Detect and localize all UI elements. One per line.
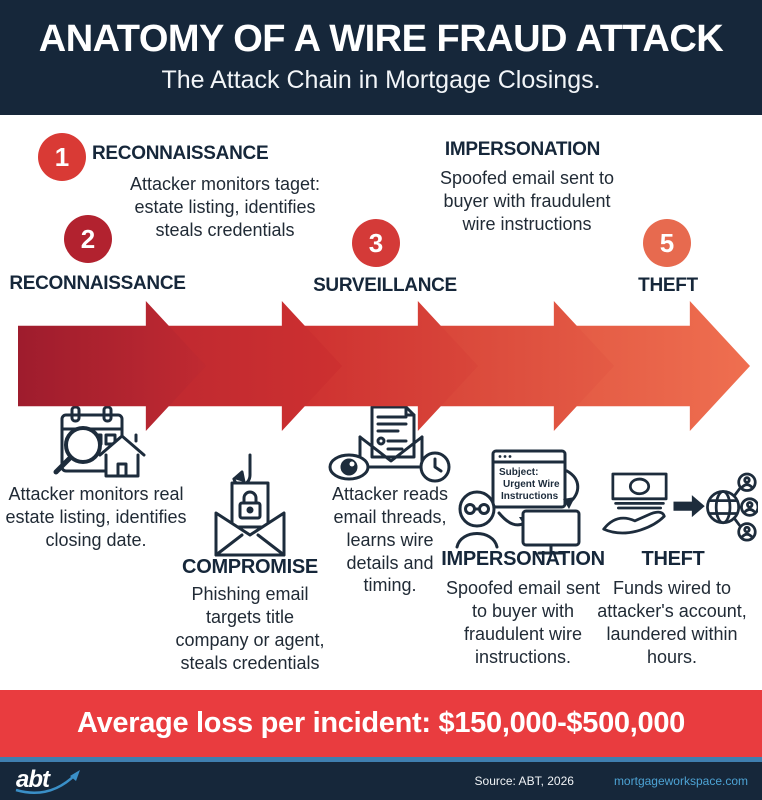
- theft-icon: [600, 467, 758, 549]
- step-4-top-label: IMPERSONATION: [444, 139, 601, 160]
- attack-chain-diagram: 1 RECONNAISSANCE Attacker monitors taget…: [0, 115, 762, 690]
- abt-logo-text: abt: [16, 766, 50, 793]
- website-link[interactable]: mortgageworkspace.com: [613, 774, 748, 788]
- step-1-description: Attacker monitors taget: estate listing,…: [129, 174, 321, 240]
- step-5-label: THEFT: [638, 275, 698, 296]
- impersonation-icon: Subject: Urgent Wire Instructions: [455, 447, 593, 559]
- abt-logo-swoosh-icon: [15, 770, 80, 794]
- step-4-column-description-2: Spoofed email sent to buyer with fraudul…: [445, 578, 601, 667]
- step-3-number: 3: [368, 227, 384, 258]
- step-1-label: RECONNAISSANCE: [92, 143, 269, 164]
- step-5-column-description: Funds wired to attacker's account, laund…: [597, 578, 747, 667]
- step-3-label: SURVEILLANCE: [313, 275, 457, 296]
- email-subject-line-2: Urgent Wire: [503, 479, 560, 490]
- footer-divider: [0, 757, 762, 762]
- step-5-number: 5: [659, 227, 675, 258]
- step-2-number-badge: 2: [64, 215, 112, 263]
- step-5-number-badge: 5: [643, 219, 691, 267]
- phishing-email-icon: [202, 453, 298, 561]
- header: ANATOMY OF A WIRE FRAUD ATTACK The Attac…: [0, 0, 762, 115]
- average-loss-text: Average loss per incident: $150,000-$500…: [77, 707, 685, 739]
- footer: abt Source: ABT, 2026 mortgageworkspace.…: [0, 762, 762, 800]
- abt-logo: abt: [15, 766, 86, 796]
- step-2-description: Attacker monitors real estate listing, i…: [5, 484, 187, 550]
- calendar-search-house-icon: [40, 403, 156, 485]
- step-1-number-badge: 1: [38, 133, 86, 181]
- page-subtitle: The Attack Chain in Mortgage Closings.: [161, 65, 601, 94]
- page-title: ANATOMY OF A WIRE FRAUD ATTACK: [38, 18, 724, 61]
- step-5-column-heading: THEFT: [641, 548, 705, 570]
- email-subject-line-1: Subject:: [499, 467, 538, 478]
- step-4-column-heading: IMPERSONATION: [441, 548, 605, 570]
- step-2-label: RECONNAISSANCE: [9, 273, 186, 294]
- step-2-number: 2: [80, 223, 96, 254]
- step-3-column-heading: COMPROMISE: [182, 556, 318, 578]
- step-1-number: 1: [54, 141, 70, 172]
- step-4-column-description: Attacker reads email threads, learns wir…: [331, 484, 449, 596]
- email-eye-clock-icon: [328, 403, 454, 489]
- step-3-column-description: Phishing email targets title company or …: [175, 584, 325, 673]
- step-4-top-description: Spoofed email sent to buyer with fraudul…: [439, 168, 615, 234]
- email-subject-line-3: Instructions: [501, 491, 559, 502]
- average-loss-banner: Average loss per incident: $150,000-$500…: [0, 690, 762, 757]
- attack-chain-arrows: [18, 301, 750, 431]
- source-credit: Source: ABT, 2026: [474, 774, 574, 788]
- step-3-number-badge: 3: [352, 219, 400, 267]
